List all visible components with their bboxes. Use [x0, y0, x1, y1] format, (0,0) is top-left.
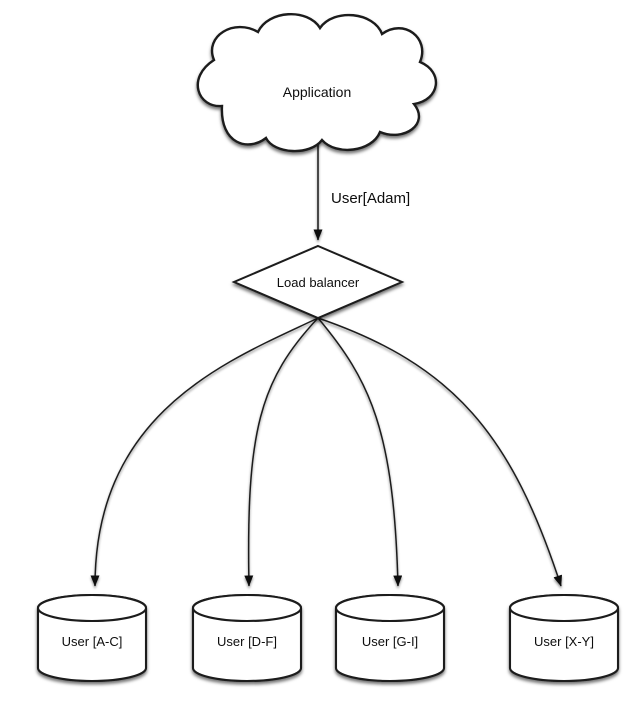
balancer-to-shard-arrow-4: [317, 317, 563, 587]
balancer-to-shard-arrow-2: [244, 317, 319, 587]
shard-label-1: User [A-C]: [62, 634, 123, 649]
shard-label-2: User [D-F]: [217, 634, 277, 649]
shard-node-2: User [D-F]: [191, 593, 303, 683]
cylinder-top: [508, 593, 620, 623]
cylinder-top: [191, 593, 303, 623]
application-node: Application: [196, 13, 438, 153]
load-balancer-label: Load balancer: [277, 275, 360, 290]
cloud-shape: [196, 13, 438, 153]
diamond-shape: [231, 244, 405, 320]
application-label: Application: [283, 84, 352, 100]
load-balancer-node: Load balancer: [231, 244, 405, 320]
balancer-to-shard-arrow-1: [90, 317, 319, 587]
edges-layer: [90, 138, 563, 587]
shard-label-4: User [X-Y]: [534, 634, 594, 649]
cylinder-top: [334, 593, 446, 623]
shard-label-3: User [G-I]: [362, 634, 418, 649]
shard-node-1: User [A-C]: [36, 593, 148, 683]
shard-node-4: User [X-Y]: [508, 593, 620, 683]
balancer-to-shard-arrow-3: [317, 317, 403, 587]
cylinder-top: [36, 593, 148, 623]
shard-node-3: User [G-I]: [334, 593, 446, 683]
request-edge-label: User[Adam]: [331, 190, 410, 207]
